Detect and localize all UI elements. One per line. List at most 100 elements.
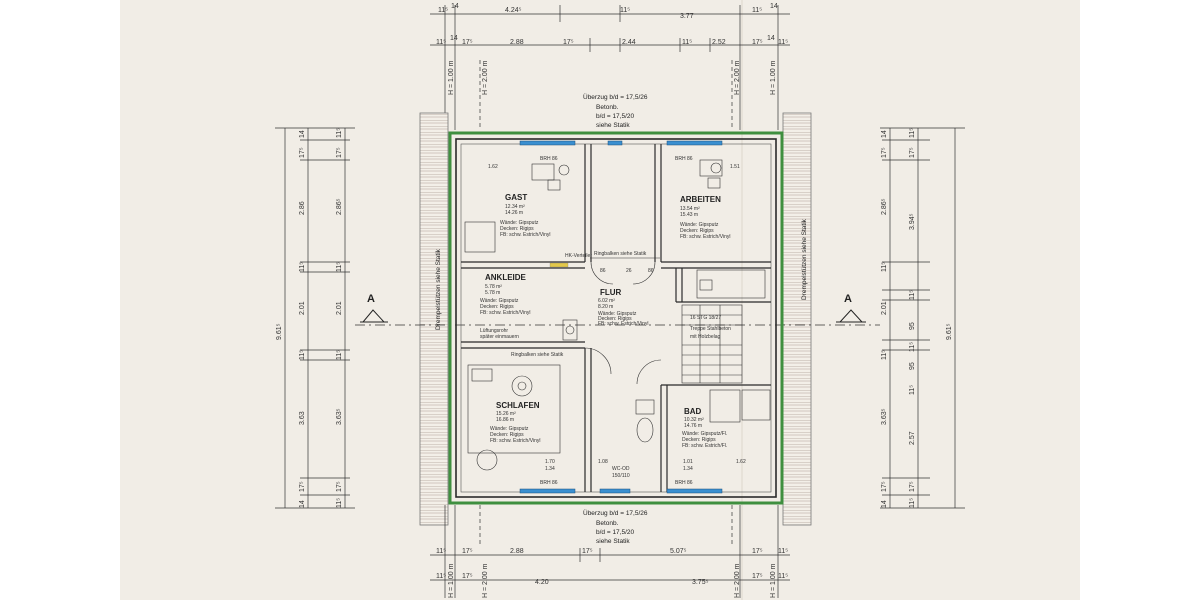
room-schlafen: SCHLAFEN 15.26 m² 16.86 m Wände: Gipsput… <box>490 401 540 444</box>
svg-text:5.78 m²: 5.78 m² <box>485 284 502 290</box>
svg-text:4.24⁵: 4.24⁵ <box>505 7 522 14</box>
svg-text:1.62: 1.62 <box>736 459 746 465</box>
room-ankleide: ANKLEIDE 5.78 m² 5.78 m Wände: Gipsputz … <box>480 273 530 316</box>
svg-text:2.86⁵: 2.86⁵ <box>336 198 343 215</box>
svg-text:2.86: 2.86 <box>299 201 306 215</box>
svg-text:11⁵: 11⁵ <box>336 498 343 508</box>
svg-text:11⁵: 11⁵ <box>299 350 306 360</box>
svg-text:1.34: 1.34 <box>683 466 693 472</box>
interior-dims: 1.62 1.51 86 26 86 1.70 1.34 1.08 1.01 1… <box>488 164 746 479</box>
door-arcs <box>584 261 662 385</box>
svg-text:A: A <box>367 293 375 305</box>
svg-text:FB: schw. Estrich/Fl.: FB: schw. Estrich/Fl. <box>682 443 727 449</box>
left-strip-label: Drempelstützen siehe Statik <box>435 248 442 330</box>
svg-text:ARBEITEN: ARBEITEN <box>680 195 721 204</box>
svg-text:Betonb.: Betonb. <box>596 104 619 111</box>
svg-text:Betonb.: Betonb. <box>596 520 619 527</box>
top-dim-row1: 11⁵ 14 4.24⁵ 11⁵ 3.77 11⁵ 14 <box>438 3 778 20</box>
svg-text:17⁵: 17⁵ <box>336 481 343 492</box>
svg-text:86: 86 <box>600 268 606 274</box>
svg-text:Ringbalken siehe Statik: Ringbalken siehe Statik <box>594 251 647 257</box>
window-label-bottom-right: BRH 86 <box>675 480 693 486</box>
svg-text:SCHLAFEN: SCHLAFEN <box>496 401 540 410</box>
svg-text:14: 14 <box>770 3 778 10</box>
left-strip <box>419 112 449 526</box>
window-label-bottom-left: BRH 86 <box>540 480 558 486</box>
interior-walls <box>461 144 771 492</box>
svg-text:1.62: 1.62 <box>488 164 498 170</box>
svg-text:5.07⁵: 5.07⁵ <box>670 548 687 555</box>
svg-text:2.86⁵: 2.86⁵ <box>881 198 888 215</box>
svg-text:FB: schw. Estrich/Vinyl: FB: schw. Estrich/Vinyl <box>500 232 550 238</box>
svg-text:14: 14 <box>299 500 306 508</box>
svg-text:Ringbalken siehe Statik: Ringbalken siehe Statik <box>511 352 564 358</box>
svg-text:H = 2.00 m: H = 2.00 m <box>482 60 489 95</box>
svg-text:17⁵: 17⁵ <box>563 39 574 46</box>
svg-text:14: 14 <box>881 500 888 508</box>
svg-text:17⁵: 17⁵ <box>752 39 763 46</box>
hk-verteiler: HK-Verteiler <box>549 253 592 268</box>
svg-text:11⁵: 11⁵ <box>436 548 446 555</box>
svg-text:11⁵: 11⁵ <box>881 350 888 360</box>
svg-text:14: 14 <box>881 130 888 138</box>
svg-text:15.26 m²: 15.26 m² <box>496 411 516 417</box>
svg-text:Decken: Rigips: Decken: Rigips <box>680 228 714 234</box>
svg-text:17⁵: 17⁵ <box>462 548 473 555</box>
svg-text:H = 1.00 m: H = 1.00 m <box>448 60 455 95</box>
svg-text:Decken: Rigips: Decken: Rigips <box>598 316 632 322</box>
bottom-dim-row1: 11⁵ 17⁵ 2.88 17⁵ 5.07⁵ 17⁵ 11⁵ <box>436 548 788 555</box>
right-total: 9.61⁵ <box>946 323 953 340</box>
room-arbeiten: ARBEITEN 13.54 m² 15.43 m Wände: Gipsput… <box>680 195 730 240</box>
svg-text:11⁵: 11⁵ <box>909 290 916 300</box>
ringbalken-top: Ringbalken siehe Statik <box>590 251 660 259</box>
svg-text:BAD: BAD <box>684 407 702 416</box>
svg-text:2.01: 2.01 <box>336 301 343 315</box>
svg-text:17⁵: 17⁵ <box>881 481 888 492</box>
svg-text:17⁵: 17⁵ <box>909 481 916 492</box>
room-bad: BAD 10.32 m² 14.76 m Wände: Gipsputz/Fl.… <box>682 407 727 449</box>
svg-text:WC-OD: WC-OD <box>612 466 630 472</box>
svg-text:b/d = 17,5/20: b/d = 17,5/20 <box>596 113 635 120</box>
svg-text:3.77: 3.77 <box>680 13 694 20</box>
svg-text:14: 14 <box>451 3 459 10</box>
top-beam-note: Überzug b/d = 17,5/26 Betonb. b/d = 17,5… <box>583 93 648 129</box>
svg-text:H = 2.00 m: H = 2.00 m <box>734 563 741 598</box>
svg-text:2.01: 2.01 <box>299 301 306 315</box>
svg-text:FB: schw. Estrich/Vinyl: FB: schw. Estrich/Vinyl <box>480 310 530 316</box>
svg-text:Wände: Gipsputz: Wände: Gipsputz <box>490 426 529 432</box>
svg-text:HK-Verteiler: HK-Verteiler <box>565 253 592 259</box>
svg-text:siehe Statik: siehe Statik <box>596 122 630 129</box>
svg-text:11⁵: 11⁵ <box>336 262 343 272</box>
svg-text:3.63: 3.63 <box>299 411 306 425</box>
svg-text:11⁵: 11⁵ <box>436 39 446 46</box>
right-strip <box>782 112 812 526</box>
svg-text:12.34 m²: 12.34 m² <box>505 204 525 210</box>
svg-text:150/110: 150/110 <box>612 473 630 479</box>
section-marker-right: A <box>836 293 866 323</box>
svg-text:1.34: 1.34 <box>545 466 555 472</box>
svg-text:11⁵: 11⁵ <box>778 39 788 46</box>
svg-text:2.01: 2.01 <box>881 301 888 315</box>
svg-text:17⁵: 17⁵ <box>299 481 306 492</box>
right-strip-label: Drempelstützen siehe Statik <box>801 218 808 300</box>
svg-text:11⁵: 11⁵ <box>881 262 888 272</box>
svg-text:3.63⁵: 3.63⁵ <box>336 408 343 425</box>
svg-text:17⁵: 17⁵ <box>462 573 473 580</box>
left-total: 9.61⁵ <box>276 323 283 340</box>
windows <box>519 140 723 494</box>
svg-text:11⁵: 11⁵ <box>299 262 306 272</box>
left-dimensions <box>275 127 355 509</box>
staircase <box>681 304 743 384</box>
svg-text:17⁵: 17⁵ <box>336 147 343 158</box>
svg-text:3.94⁵: 3.94⁵ <box>909 213 916 230</box>
svg-text:14: 14 <box>450 35 458 42</box>
left-dim-col-b: 11⁵ 17⁵ 2.86⁵ 11⁵ 2.01 11⁵ 3.63⁵ 17⁵ 11⁵ <box>336 128 343 508</box>
bed-icon <box>464 221 766 454</box>
svg-text:H = 1.00 m: H = 1.00 m <box>770 60 777 95</box>
svg-text:17⁵: 17⁵ <box>462 39 473 46</box>
svg-text:14: 14 <box>767 35 775 42</box>
svg-text:11⁵: 11⁵ <box>752 7 762 14</box>
svg-text:11⁵: 11⁵ <box>778 548 788 555</box>
svg-text:14.76 m: 14.76 m <box>684 423 702 429</box>
svg-text:26: 26 <box>626 268 632 274</box>
